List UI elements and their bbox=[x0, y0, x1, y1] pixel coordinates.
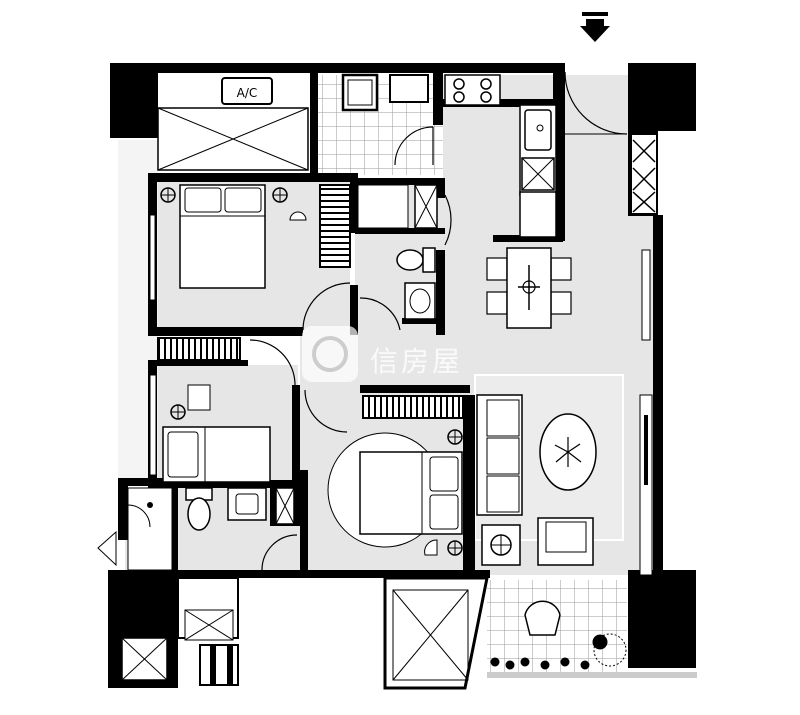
bathroom-1 bbox=[357, 184, 452, 331]
ac-unit-icon: A/C bbox=[221, 77, 273, 105]
lower-balconies bbox=[121, 576, 697, 690]
dining-table bbox=[486, 247, 572, 329]
laundry-door-swing bbox=[394, 126, 434, 166]
lamp-icon bbox=[481, 524, 521, 566]
right-wall-storage bbox=[630, 133, 658, 215]
balcony-chair bbox=[524, 600, 561, 636]
down-arrow-icon bbox=[580, 12, 610, 42]
master-bedroom bbox=[149, 184, 351, 331]
bathroom-2 bbox=[97, 487, 298, 571]
toilet-icon bbox=[187, 497, 211, 531]
hallway-floor bbox=[300, 330, 450, 390]
lamp-icon bbox=[170, 404, 186, 420]
basin-icon bbox=[227, 487, 267, 521]
master-door-swing bbox=[302, 282, 351, 331]
balcony-plants-icon bbox=[490, 633, 627, 670]
toilet-icon bbox=[396, 249, 424, 271]
living-room bbox=[476, 394, 597, 566]
bedroom-2 bbox=[149, 374, 271, 483]
kitchen bbox=[444, 71, 628, 238]
bedroom-3 bbox=[327, 395, 464, 556]
hall-wardrobe bbox=[157, 337, 241, 361]
washer-icon bbox=[341, 73, 379, 112]
laundry-area bbox=[341, 73, 434, 166]
stove-icon bbox=[453, 78, 492, 103]
plant-icon bbox=[554, 437, 582, 467]
bedroom-2-door-swing bbox=[249, 339, 296, 386]
entrance-door-swing bbox=[564, 71, 628, 135]
column-top-right bbox=[628, 63, 696, 131]
living-wall-panel bbox=[641, 249, 651, 341]
lamp-icon bbox=[160, 187, 288, 203]
ac-label: A/C bbox=[237, 86, 258, 100]
lamp-icon bbox=[447, 429, 463, 556]
utility-balcony: A/C bbox=[157, 77, 309, 171]
wardrobe-3 bbox=[362, 395, 464, 419]
bedroom-3-door-swing bbox=[304, 389, 348, 433]
wardrobe bbox=[319, 184, 351, 268]
column-bottom-right bbox=[628, 570, 696, 668]
dryer-icon bbox=[389, 74, 429, 103]
column-top-left bbox=[110, 63, 158, 138]
